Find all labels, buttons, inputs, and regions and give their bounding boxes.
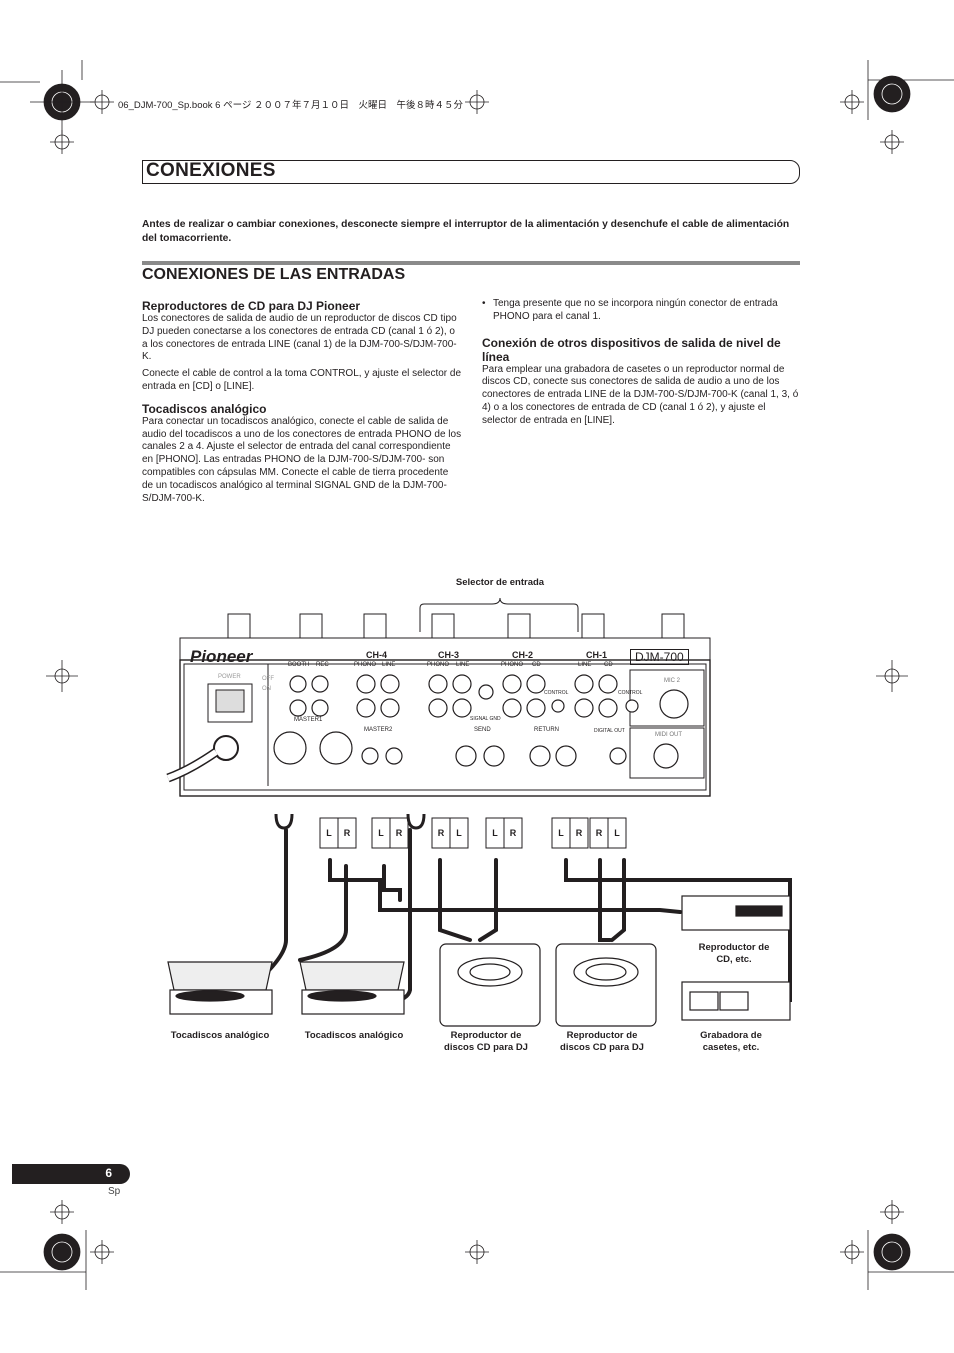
bullet-item: • Tenga presente que no se incorpora nin…	[482, 298, 800, 324]
heading-turntable: Tocadiscos analógico	[142, 401, 267, 416]
label-ch2: CH-2	[512, 650, 534, 660]
svg-text:L: L	[326, 828, 332, 838]
svg-text:R: R	[396, 828, 403, 838]
label-midi-out: MIDI OUT	[655, 732, 682, 738]
label-return: RETURN	[534, 727, 559, 733]
section-title: CONEXIONES DE LAS ENTRADAS	[142, 266, 406, 283]
file-header: 06_DJM-700_Sp.book 6 ページ ２００７年７月１０日 火曜日 …	[118, 100, 464, 111]
selector-label: Selector de entrada	[455, 577, 545, 588]
bullet-icon: •	[482, 298, 486, 309]
label-power: POWER	[218, 674, 241, 680]
label-line-ch1: LINE	[578, 662, 592, 668]
label-line-ch4: LINE	[382, 662, 396, 668]
svg-text:L: L	[492, 828, 498, 838]
label-cdj-2: Reproductor de discos CD para DJ	[560, 1030, 644, 1053]
chapter-title-box: CONEXIONES	[142, 160, 800, 184]
label-cd-ch2: CD	[532, 662, 541, 668]
svg-text:R: R	[510, 828, 517, 838]
label-booth: BOOTH	[288, 662, 310, 668]
heading-cd-players: Reproductores de CD para DJ Pioneer	[142, 299, 361, 313]
left-column: Reproductores de CD para DJ Pioneer Los …	[142, 299, 462, 509]
paragraph-control: Conecte el cable de control a la toma CO…	[142, 368, 462, 392]
label-cd-ch1: CD	[604, 662, 613, 668]
label-digital-out: DIGITAL OUT	[594, 728, 625, 734]
label-signal-gnd: SIGNAL GND	[470, 716, 501, 722]
mixer-knobs	[227, 613, 685, 641]
model-badge: DJM-700	[630, 649, 689, 665]
label-line-ch3: LINE	[456, 662, 470, 668]
label-ch1: CH-1	[586, 650, 608, 660]
svg-text:L: L	[378, 828, 384, 838]
label-phono-ch3: PHONO	[427, 662, 450, 668]
svg-text:L: L	[558, 828, 564, 838]
label-mic2: MIC 2	[664, 678, 681, 684]
heading-line-devices: Conexión de otros dispositivos de salida…	[482, 335, 781, 364]
svg-text:R: R	[576, 828, 583, 838]
label-master1: MASTER1	[294, 717, 323, 723]
svg-text:L: L	[614, 828, 620, 838]
page-language: Sp	[108, 1186, 121, 1197]
svg-text:R: R	[596, 828, 603, 838]
label-control-ch2: CONTROL	[544, 690, 569, 696]
svg-text:R: R	[344, 828, 351, 838]
label-phono-ch4: PHONO	[354, 662, 377, 668]
page-number-tab: 6	[12, 1164, 130, 1184]
label-cd-player: Reproductor de CD, etc.	[698, 942, 770, 965]
paragraph-turntable: Para conectar un tocadiscos analógico, c…	[142, 415, 462, 504]
brand-logo: Pioneer	[190, 647, 253, 666]
label-on: ON	[262, 686, 271, 692]
label-cassette: Grabadora de casetes, etc.	[700, 1030, 762, 1053]
warning-text: Antes de realizar o cambiar conexiones, …	[142, 219, 790, 244]
label-ch3: CH-3	[438, 650, 460, 660]
label-ch4: CH-4	[366, 650, 388, 660]
svg-text:R: R	[438, 828, 445, 838]
label-cdj-1: Reproductor de discos CD para DJ	[444, 1030, 528, 1053]
section-rule	[142, 261, 800, 265]
paragraph-line-devices: Para emplear una grabadora de casetes o …	[482, 363, 799, 426]
label-turntable-1: Tocadiscos analógico	[170, 1030, 270, 1041]
label-off: OFF	[262, 676, 274, 682]
label-phono-ch2: PHONO	[501, 662, 524, 668]
page-number: 6	[105, 1166, 112, 1180]
label-master2: MASTER2	[364, 727, 393, 733]
label-control-ch1: CONTROL	[618, 690, 643, 696]
label-send: SEND	[474, 727, 491, 733]
chapter-title: CONEXIONES	[146, 160, 276, 181]
svg-text:L: L	[456, 828, 462, 838]
bullet-text: Tenga presente que no se incorpora ningú…	[493, 298, 778, 322]
right-column: • Tenga presente que no se incorpora nin…	[482, 298, 800, 432]
label-rec: REC	[316, 662, 329, 668]
label-turntable-2: Tocadiscos analógico	[304, 1030, 404, 1041]
paragraph-cd-players: Los conectores de salida de audio de un …	[142, 313, 457, 363]
